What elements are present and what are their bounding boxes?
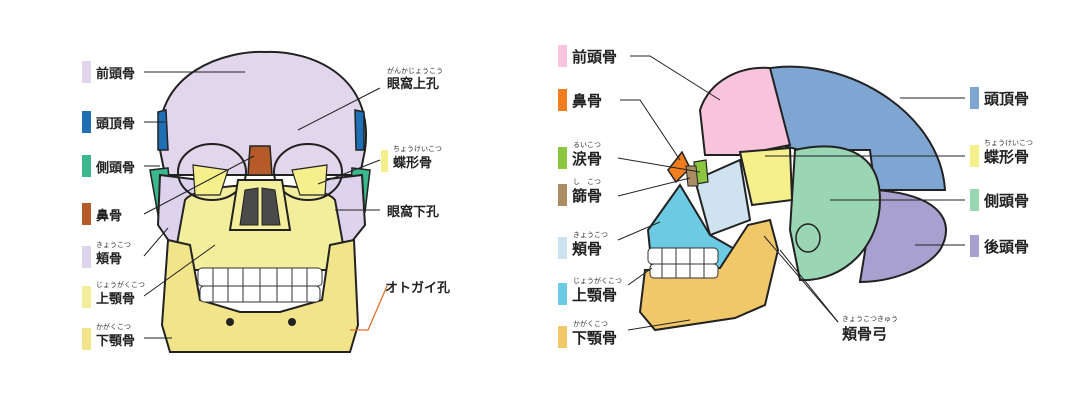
side-zygomatic-bone — [693, 158, 752, 237]
side-label-sphenoid: 蝶形骨 — [970, 145, 1029, 167]
front-sphenoid-right — [291, 164, 328, 196]
nasal-swatch — [558, 89, 567, 111]
front-label-temporal: 側頭骨 — [82, 155, 135, 177]
temporal-swatch — [82, 155, 91, 177]
nasal-swatch — [82, 203, 91, 225]
label-text: 頭頂骨 — [984, 89, 1030, 108]
frontal-swatch — [82, 61, 91, 83]
side-label-zygomatic: 頬骨 — [558, 237, 602, 259]
side-label-nasal: 鼻骨 — [558, 89, 602, 111]
front-ruby-supraorbital: がんかじょうこう — [387, 67, 443, 75]
label-text: 涙骨 — [572, 149, 603, 168]
side-sphenoid-bone — [738, 146, 794, 207]
side-label-occipital: 後頭骨 — [970, 235, 1029, 257]
label-text: 側頭骨 — [984, 191, 1030, 210]
label-text: 後頭骨 — [984, 237, 1030, 256]
label-text: 頬骨弓 — [842, 324, 888, 343]
sphenoid-swatch — [381, 150, 388, 172]
side-teeth — [647, 247, 719, 279]
side-ethmoid-bone — [685, 165, 699, 187]
front-label-mandible: 下顎骨 — [82, 328, 135, 350]
side-ruby-lacrimal: るいこつ — [573, 141, 601, 149]
front-label-sphenoid: 蝶形骨 — [381, 150, 432, 172]
front-ruby-sphenoid: ちょうけいこつ — [393, 145, 442, 153]
maxilla-swatch — [558, 283, 567, 305]
front-mental-foramen-right — [288, 318, 296, 326]
front-label-maxilla: 上顎骨 — [82, 286, 135, 308]
side-label-temporal: 側頭骨 — [970, 189, 1029, 211]
lacrimal-swatch — [558, 147, 567, 169]
front-teeth — [197, 267, 323, 303]
mandible-swatch — [82, 328, 91, 350]
side-ruby-zygomatic: きょうこつ — [573, 231, 608, 239]
front-parietal-left — [157, 109, 169, 151]
front-ruby-zygomatic: きょうこつ — [96, 241, 131, 249]
side-label-mandible: 下顎骨 — [558, 326, 617, 348]
side-label-maxilla: 上顎骨 — [558, 283, 617, 305]
front-nasal-cavity — [228, 179, 292, 231]
maxilla-swatch — [82, 286, 91, 308]
label-text: オトガイ孔 — [385, 280, 451, 296]
side-label-lacrimal: 涙骨 — [558, 147, 602, 169]
side-ruby-maxilla: じょうがくこつ — [573, 277, 622, 285]
label-text: 鼻骨 — [96, 208, 123, 224]
front-label-supraorbital: 眼窩上孔 — [387, 71, 439, 93]
label-text: 眼窩上孔 — [387, 76, 440, 92]
occipital-swatch — [970, 235, 979, 257]
label-text: 下顎骨 — [572, 328, 618, 347]
side-ruby-sphenoid: ちょうけいこつ — [984, 139, 1033, 147]
zygomatic-swatch — [558, 237, 567, 259]
side-label-parietal: 頭頂骨 — [970, 87, 1029, 109]
front-ruby-mandible: かがくこつ — [96, 323, 131, 331]
label-text: 上顎骨 — [572, 285, 618, 304]
sphenoid-swatch — [970, 145, 979, 167]
front-sphenoid-left — [192, 164, 229, 196]
ethmoid-swatch — [558, 184, 567, 206]
zygomatic-swatch — [82, 246, 91, 268]
front-label-nasal: 鼻骨 — [82, 203, 122, 225]
label-text: 蝶形骨 — [984, 147, 1030, 166]
front-nasal-bone — [247, 145, 273, 176]
side-label-zygomatic-arch: 頬骨弓 — [842, 322, 887, 344]
side-label-frontal: 前頭骨 — [558, 45, 617, 67]
front-label-frontal: 前頭骨 — [82, 61, 135, 83]
front-label-zygomatic: 頬骨 — [82, 246, 122, 268]
front-label-parietal: 頭頂骨 — [82, 111, 135, 133]
label-text: 頬骨 — [572, 239, 603, 258]
label-text: 頭頂骨 — [96, 116, 136, 132]
side-label-ethmoid: 篩骨 — [558, 184, 602, 206]
label-text: 眼窩下孔 — [387, 204, 440, 220]
parietal-swatch — [970, 87, 979, 109]
label-text: 上顎骨 — [96, 291, 136, 307]
front-mental-foramen-left — [226, 318, 234, 326]
side-ruby-zygomatic-arch: きょうこつきゅう — [842, 315, 898, 323]
label-text: 頬骨 — [96, 251, 123, 267]
label-text: 側頭骨 — [96, 160, 136, 176]
label-text: 下顎骨 — [96, 333, 136, 349]
front-ruby-maxilla: じょうがくこつ — [96, 281, 145, 289]
front-orbit-right — [273, 143, 343, 201]
parietal-swatch — [82, 111, 91, 133]
side-ruby-mandible: かがくこつ — [573, 320, 608, 328]
front-label-mental-foramen: オトガイ孔 — [385, 275, 450, 297]
mandible-swatch — [558, 326, 567, 348]
label-text: 前頭骨 — [572, 47, 618, 66]
label-text: 蝶形骨 — [393, 155, 433, 171]
side-ruby-ethmoid: し こつ — [573, 178, 601, 186]
front-orbit-left — [177, 143, 247, 201]
temporal-swatch — [970, 189, 979, 211]
front-label-infraorbital: 眼窩下孔 — [387, 199, 439, 221]
label-text: 鼻骨 — [572, 91, 603, 110]
label-text: 篩骨 — [572, 186, 603, 205]
front-parietal-right — [354, 109, 365, 151]
label-text: 前頭骨 — [96, 66, 136, 82]
frontal-swatch — [558, 45, 567, 67]
